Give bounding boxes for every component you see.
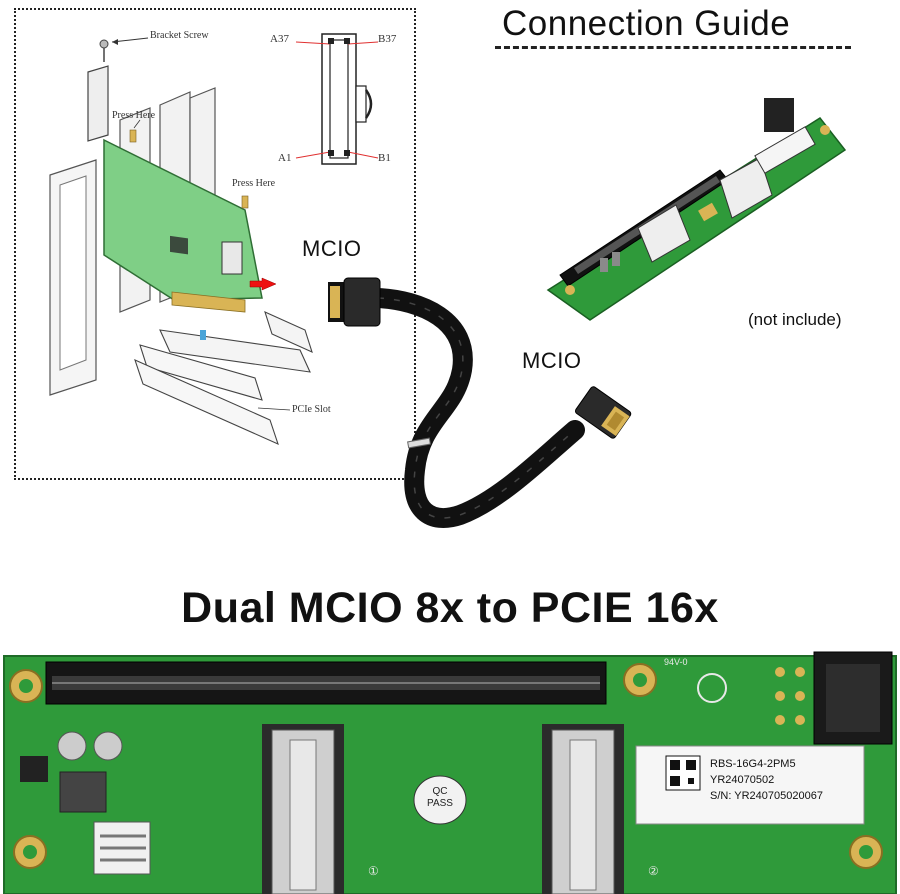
pin-a1-label: A1 — [278, 152, 292, 164]
install-diagram-drawing — [49, 37, 313, 446]
pin-b37-label: B37 — [378, 33, 397, 45]
title-underline — [495, 46, 851, 49]
label-serial: S/N: YR240705020067 — [710, 790, 823, 802]
mcio-label-right: MCIO — [522, 348, 582, 373]
product-pcb — [3, 651, 897, 894]
connection-guide-title: Connection Guide — [502, 4, 791, 43]
port-1-marker: ① — [368, 864, 379, 878]
mcio-label-left: MCIO — [302, 236, 362, 261]
press-here-label-2: Press Here — [232, 178, 276, 189]
pin-a37-label: A37 — [270, 33, 289, 45]
pcie-slot-label: PCIe Slot — [292, 404, 331, 415]
mcio-connector-right — [574, 386, 632, 439]
install-diagram-frame — [14, 8, 416, 480]
bracket-screw-label: Bracket Screw — [150, 30, 209, 41]
product-title: Dual MCIO 8x to PCIE 16x — [181, 584, 719, 632]
pcb-rating-text: 94V-0 — [664, 657, 688, 667]
qc-text-top: QC — [432, 786, 448, 797]
not-included-note: (not include) — [748, 310, 842, 329]
label-batch: YR24070502 — [710, 774, 775, 786]
qc-text-bottom: PASS — [427, 798, 453, 809]
press-here-label-1: Press Here — [112, 110, 156, 121]
riser-board-preview — [546, 98, 847, 321]
pin-b1-label: B1 — [378, 152, 391, 164]
port-2-marker: ② — [648, 864, 659, 878]
mcio-cable — [328, 277, 632, 528]
mcio-connector-left — [328, 277, 381, 327]
label-model: RBS-16G4-2PM5 — [710, 758, 796, 770]
connector-pinout-drawing — [295, 33, 379, 165]
